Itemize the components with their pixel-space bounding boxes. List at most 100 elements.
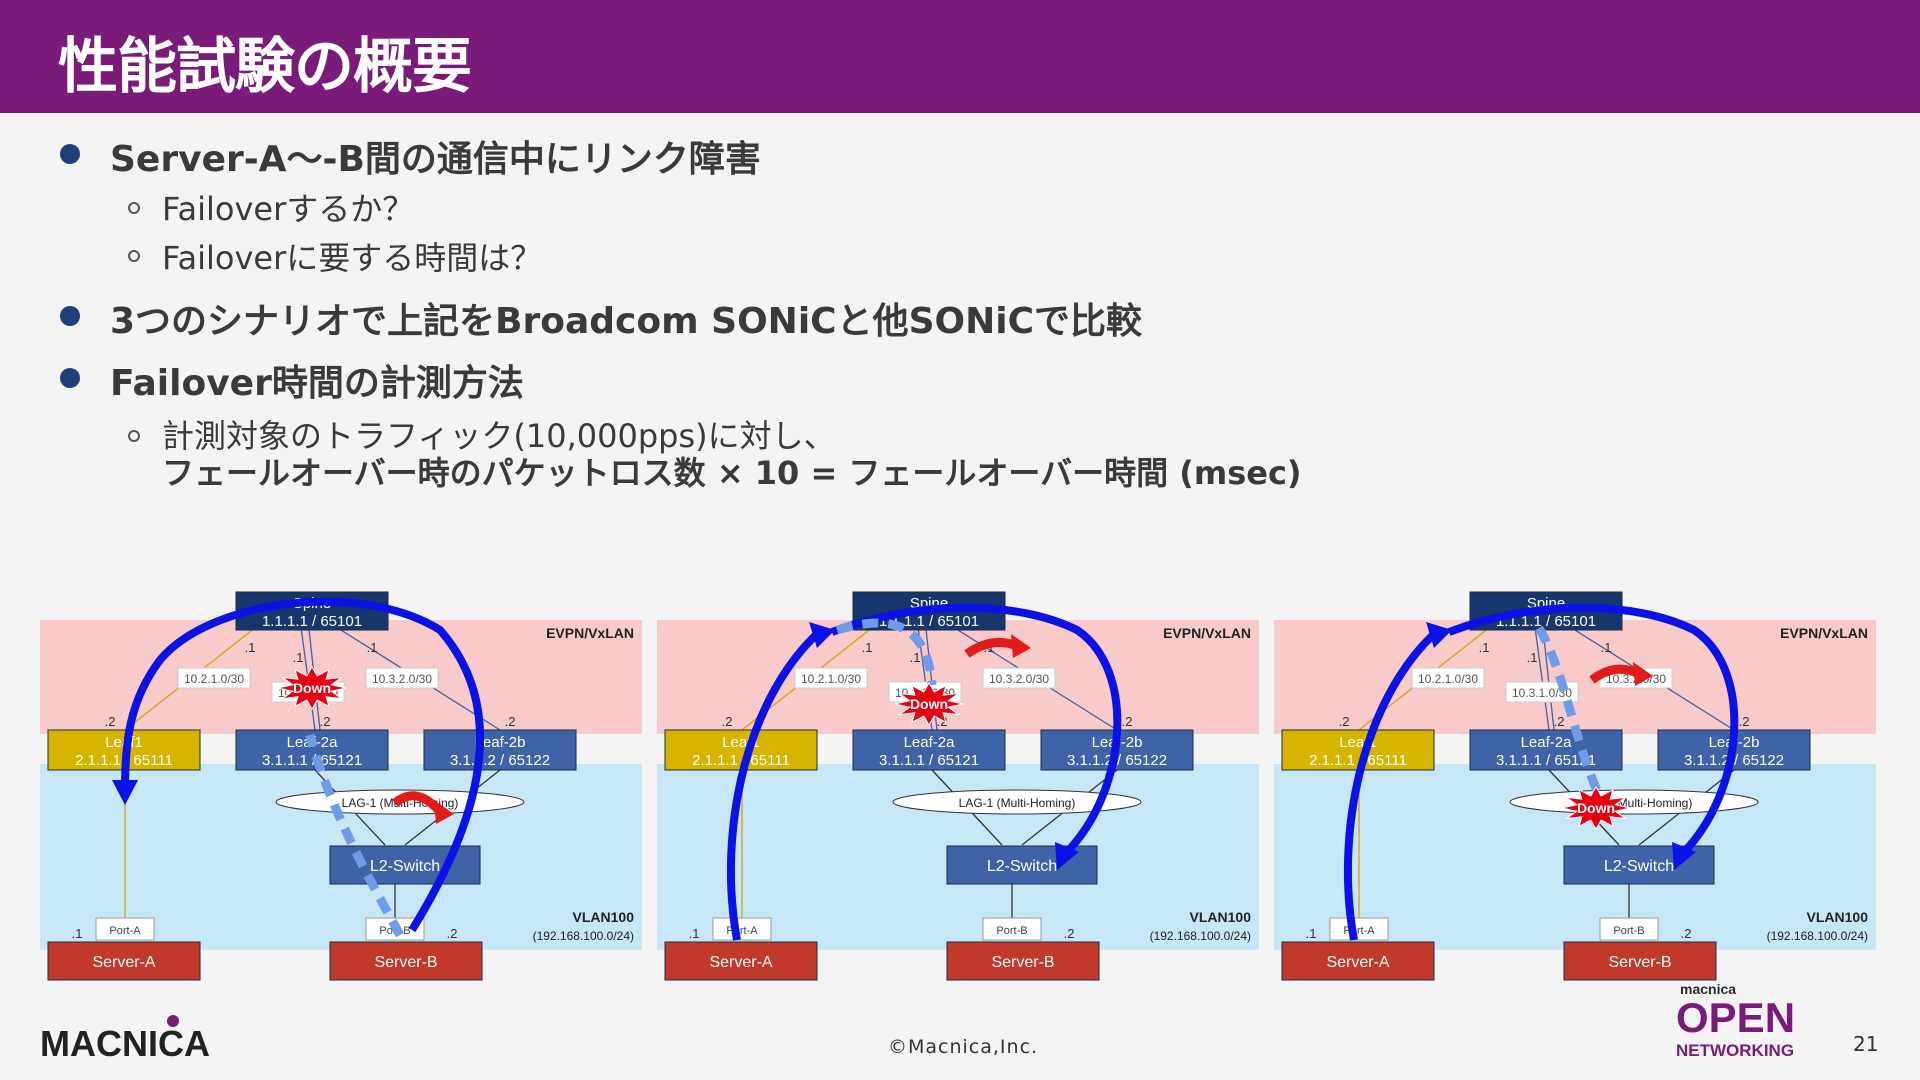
server-a-node-label: Server-A (709, 954, 772, 971)
vlan-label: VLAN100 (573, 909, 635, 925)
down-marker (277, 665, 347, 711)
down-marker (894, 681, 964, 727)
svg-text:NETWORKING: NETWORKING (1676, 1041, 1794, 1060)
addr-dot2: .2 (1554, 714, 1565, 729)
sub-bullet-circle (128, 202, 140, 214)
net1-box (1411, 667, 1485, 689)
leaf2b-node-label: Leaf-2b (475, 734, 526, 751)
evpn-region (1274, 620, 1876, 734)
lag-label: LAG-1 (Multi-Homing) (959, 796, 1076, 810)
evpn-label: EVPN/VxLAN (1163, 625, 1251, 641)
spine-node-addr: 1.1.1.1 / 65101 (262, 613, 362, 630)
slide-title: 性能試験の概要 (58, 32, 472, 102)
open-networking-logo: macnica OPEN NETWORKING (1676, 981, 1795, 1060)
net1-label: 10.2.1.0/30 (1418, 672, 1478, 686)
traffic-arrow-up (1343, 631, 1437, 941)
addr-dot1: .1 (689, 926, 700, 941)
l2-switch-node-label: L2-Switch (370, 858, 440, 875)
bullet-1-text: Server-A～-B間の通信中にリンク障害 (110, 139, 761, 180)
port-b-label: Port-B (1613, 925, 1644, 937)
net1-box (794, 667, 868, 689)
addr-dot2: .2 (722, 714, 733, 729)
bullet-dot (60, 368, 80, 388)
down-marker-label: Down (1577, 800, 1615, 816)
addr-dot1: .1 (1306, 926, 1317, 941)
lag-ellipse (892, 789, 1142, 815)
bullet-dot (60, 144, 80, 164)
port-b-box (982, 917, 1042, 941)
net3-label: 10.3.2.0/30 (989, 672, 1049, 686)
port-a-box (712, 917, 772, 941)
addr-dot1: .1 (862, 640, 873, 655)
server-b-node-label: Server-B (374, 954, 437, 971)
down-marker-label: Down (293, 680, 331, 696)
addr-dot1: .1 (245, 640, 256, 655)
traffic-arrow-head (112, 780, 138, 805)
leaf2a-node-addr: 3.1.1.1 / 65121 (262, 752, 362, 769)
traffic-arrow (121, 597, 484, 933)
scenario-diagram-1: EVPN/VxLANVLAN100(192.168.100.0/24)10.2.… (40, 591, 642, 981)
bullet-dot (60, 306, 80, 326)
addr-dot2: .2 (937, 714, 948, 729)
evpn-region (40, 620, 642, 734)
server-a-node (664, 941, 818, 981)
server-b-node (329, 941, 483, 981)
addr-dot1: .1 (367, 640, 378, 655)
leaf2a-node-addr: 3.1.1.1 / 65121 (879, 752, 979, 769)
failed-path-arrow (1535, 625, 1604, 797)
net3-box (365, 667, 439, 689)
l2-switch-node-label: L2-Switch (1604, 858, 1674, 875)
leaf2a-node (1469, 729, 1623, 771)
svg-text:macnica: macnica (1680, 981, 1736, 997)
port-a-box (1329, 917, 1389, 941)
spine-node-addr: 1.1.1.1 / 65101 (1496, 613, 1596, 630)
down-marker-label: Down (910, 696, 948, 712)
vlan-subnet: (192.168.100.0/24) (533, 929, 634, 943)
addr-dot2: .2 (105, 714, 116, 729)
port-a-box (95, 917, 155, 941)
traffic-arrow-down-head (1672, 842, 1696, 870)
evpn-label: EVPN/VxLAN (1780, 625, 1868, 641)
evpn-label: EVPN/VxLAN (546, 625, 634, 641)
port-b-box (1599, 917, 1659, 941)
vlan-subnet: (192.168.100.0/24) (1767, 929, 1868, 943)
addr-dot2: .2 (1064, 926, 1075, 941)
server-a-node (47, 941, 201, 981)
leaf2b-node (423, 729, 577, 771)
failover-arrow-head (434, 800, 454, 824)
net3-label: 10.3.2.0/30 (372, 672, 432, 686)
svg-text:MACNICA: MACNICA (40, 1023, 210, 1060)
addr-dot2: .2 (320, 714, 331, 729)
server-a-node (1281, 941, 1435, 981)
title-bar: 性能試験の概要 (0, 0, 1920, 113)
bullet-1-sub-1: Failoverするか？ (162, 190, 415, 228)
traffic-arrow-down (1447, 603, 1739, 855)
addr-dot2: .2 (1122, 714, 1133, 729)
leaf2a-node-label: Leaf-2a (904, 734, 956, 751)
svg-text:OPEN: OPEN (1676, 994, 1795, 1041)
vlan-label: VLAN100 (1807, 909, 1869, 925)
vlan-subnet: (192.168.100.0/24) (1150, 929, 1251, 943)
macnica-logo: MACNICA (40, 1015, 210, 1060)
server-a-node-label: Server-A (92, 954, 155, 971)
bullet-3-text: Failover時間の計測方法 (110, 363, 524, 404)
leaf1-node-addr: 2.1.1.1 / 65111 (692, 752, 790, 769)
scenario-diagram-2: EVPN/VxLANVLAN100(192.168.100.0/24)10.2.… (657, 591, 1259, 981)
traffic-arrow-down-head (1055, 842, 1079, 870)
net2-label: 10.3.1.0/30 (1512, 686, 1572, 700)
bullet-3-sub-2: フェールオーバー時のパケットロス数 × 10 = フェールオーバー時間 (mse… (162, 454, 1302, 492)
addr-dot1: .1 (72, 926, 83, 941)
server-b-node (946, 941, 1100, 981)
addr-dot2: .2 (1739, 714, 1750, 729)
net1-box (177, 667, 251, 689)
server-b-node-label: Server-B (1608, 954, 1671, 971)
leaf2a-node-addr: 3.1.1.1 / 65121 (1496, 752, 1596, 769)
port-a-label: Port-A (109, 925, 141, 937)
net3-box (982, 667, 1056, 689)
addr-dot2: .2 (505, 714, 516, 729)
failover-arrow-head (1633, 662, 1653, 686)
evpn-region (657, 620, 1259, 734)
leaf1-node-addr: 2.1.1.1 / 65111 (1309, 752, 1407, 769)
traffic-arrow-up (726, 631, 820, 941)
addr-dot1: .1 (910, 650, 921, 665)
